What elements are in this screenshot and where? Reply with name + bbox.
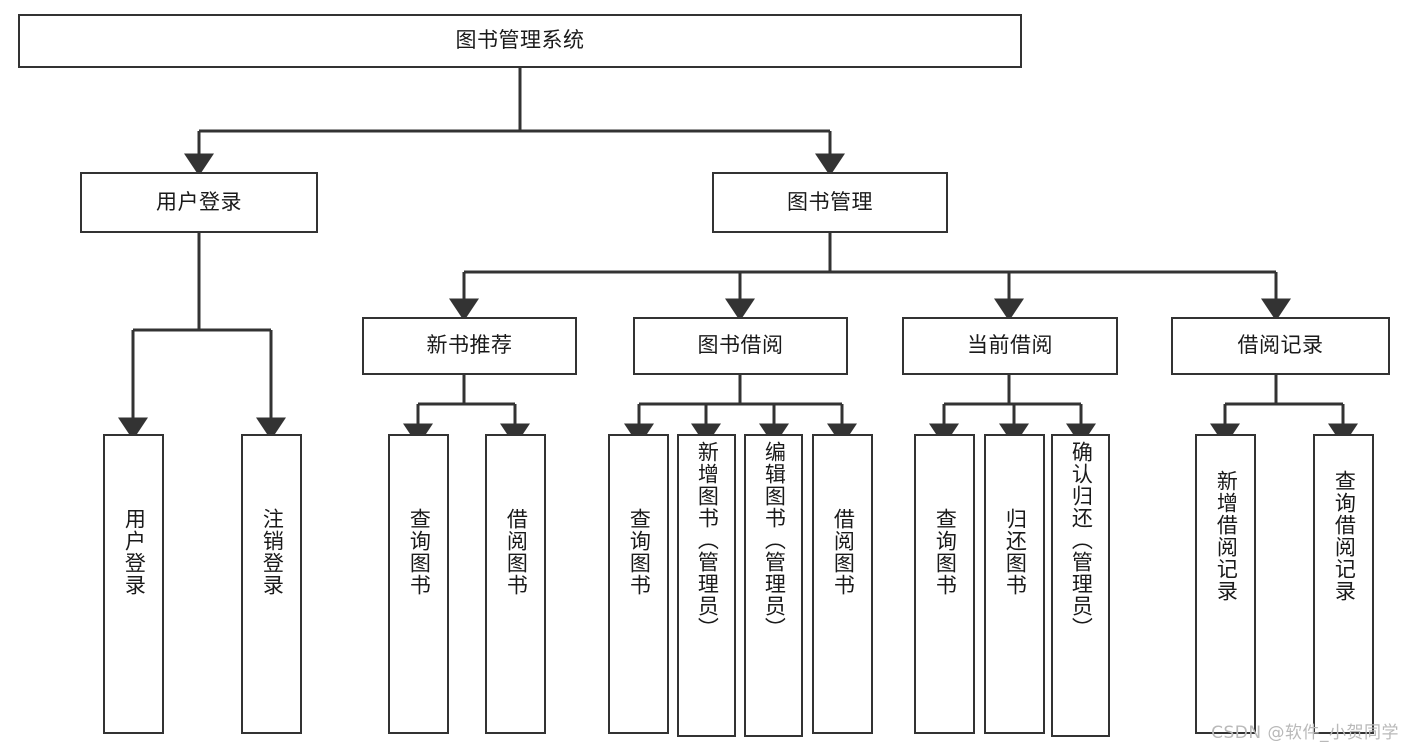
node-leaf-query-book-3[interactable]: 查询图书 — [914, 434, 975, 734]
node-book-management[interactable]: 图书管理 — [712, 172, 948, 233]
node-new-book-recommend-label: 新书推荐 — [426, 333, 513, 358]
node-leaf-return-book-label: 归还图书 — [1003, 508, 1028, 596]
node-leaf-query-book-3-label: 查询图书 — [933, 508, 958, 596]
node-current-borrow-label: 当前借阅 — [967, 333, 1053, 358]
node-leaf-edit-book-admin[interactable]: 编辑图书（管理员） — [744, 434, 803, 737]
node-leaf-add-borrow-record-label: 新增借阅记录 — [1214, 470, 1239, 602]
node-book-borrow-label: 图书借阅 — [697, 333, 784, 358]
node-book-borrow[interactable]: 图书借阅 — [633, 317, 848, 375]
node-leaf-edit-book-admin-label: 编辑图书（管理员） — [762, 441, 787, 639]
node-leaf-borrow-book-2[interactable]: 借阅图书 — [812, 434, 873, 734]
node-leaf-add-borrow-record[interactable]: 新增借阅记录 — [1195, 434, 1256, 734]
node-user-login[interactable]: 用户登录 — [80, 172, 318, 233]
node-leaf-query-book-1-label: 查询图书 — [407, 508, 432, 596]
node-user-login-label: 用户登录 — [156, 189, 242, 214]
node-leaf-query-book-2-label: 查询图书 — [627, 508, 652, 596]
node-leaf-borrow-book-2-label: 借阅图书 — [831, 508, 856, 596]
node-leaf-user-login[interactable]: 用户登录 — [103, 434, 164, 734]
node-borrow-record-label: 借阅记录 — [1237, 333, 1324, 358]
node-leaf-add-book-admin-label: 新增图书（管理员） — [695, 441, 720, 639]
node-current-borrow[interactable]: 当前借阅 — [902, 317, 1118, 375]
watermark: CSDN @软件_小贺同学 — [1211, 723, 1399, 743]
node-new-book-recommend[interactable]: 新书推荐 — [362, 317, 577, 375]
node-leaf-logout-login-label: 注销登录 — [260, 508, 285, 596]
node-leaf-return-book[interactable]: 归还图书 — [984, 434, 1045, 734]
node-leaf-borrow-book-1-label: 借阅图书 — [504, 508, 529, 596]
node-leaf-user-login-label: 用户登录 — [122, 508, 147, 596]
node-leaf-confirm-return-admin[interactable]: 确认归还（管理员） — [1051, 434, 1110, 737]
node-leaf-query-book-2[interactable]: 查询图书 — [608, 434, 669, 734]
node-book-management-label: 图书管理 — [787, 189, 873, 214]
node-leaf-query-book-1[interactable]: 查询图书 — [388, 434, 449, 734]
node-root-label: 图书管理系统 — [455, 28, 585, 53]
node-borrow-record[interactable]: 借阅记录 — [1171, 317, 1390, 375]
node-leaf-logout-login[interactable]: 注销登录 — [241, 434, 302, 734]
node-leaf-borrow-book-1[interactable]: 借阅图书 — [485, 434, 546, 734]
node-root[interactable]: 图书管理系统 — [18, 14, 1022, 68]
node-leaf-add-book-admin[interactable]: 新增图书（管理员） — [677, 434, 736, 737]
node-leaf-query-borrow-record[interactable]: 查询借阅记录 — [1313, 434, 1374, 734]
node-leaf-query-borrow-record-label: 查询借阅记录 — [1332, 470, 1357, 602]
node-leaf-confirm-return-admin-label: 确认归还（管理员） — [1069, 441, 1094, 639]
